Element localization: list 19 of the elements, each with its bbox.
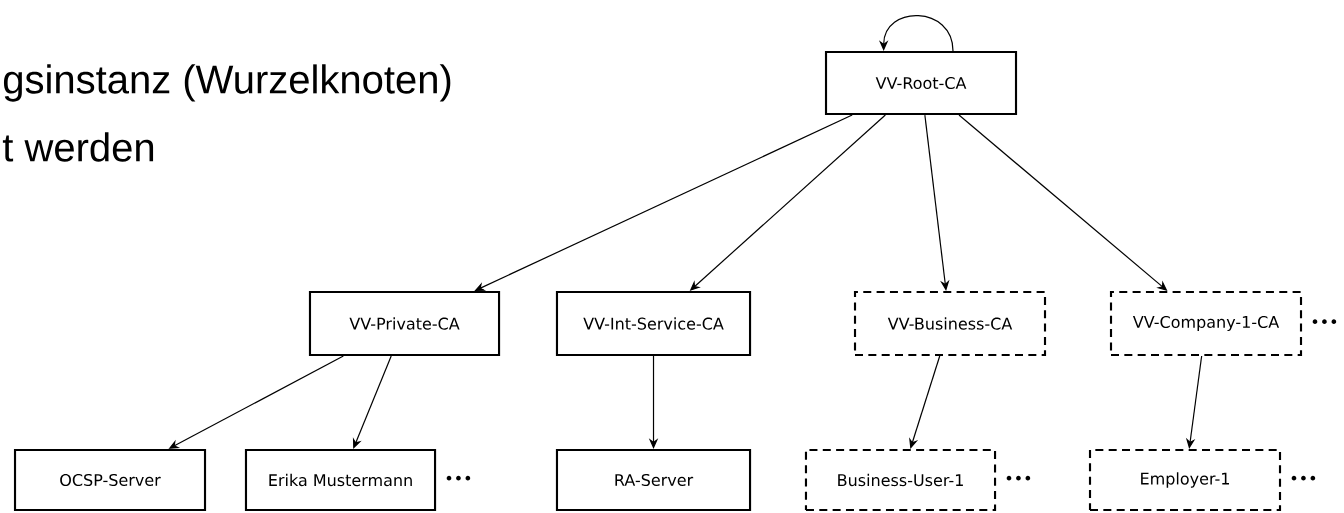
certificate-box: VV-Int-Service-CA <box>555 290 752 357</box>
arrow <box>924 114 950 291</box>
certificate-box: VV-Private-CA <box>308 290 501 357</box>
certificate-box: VV-Company-1-CA <box>1109 290 1303 357</box>
ellipsis: ••• <box>1006 475 1031 481</box>
certificate-box: OCSP-Server <box>13 448 207 512</box>
arrow <box>352 355 392 449</box>
certificate-box: Business-User-1 <box>804 448 997 512</box>
heading-text: t werden <box>2 132 154 162</box>
ellipsis: ••• <box>1291 475 1316 481</box>
arrow <box>909 355 941 449</box>
certificate-box: RA-Server <box>555 448 752 512</box>
ellipsis: ••• <box>446 475 471 481</box>
certificate-box: VV-Business-CA <box>853 290 1047 357</box>
ellipsis: ••• <box>1312 319 1337 324</box>
heading-text: gsinstanz (Wurzelknoten) <box>3 64 451 102</box>
certificate-box: Erika Mustermann <box>244 448 437 512</box>
certificate-box: VV-Root-CA <box>824 50 1018 116</box>
certificate-box: Employer-1 <box>1088 448 1282 512</box>
